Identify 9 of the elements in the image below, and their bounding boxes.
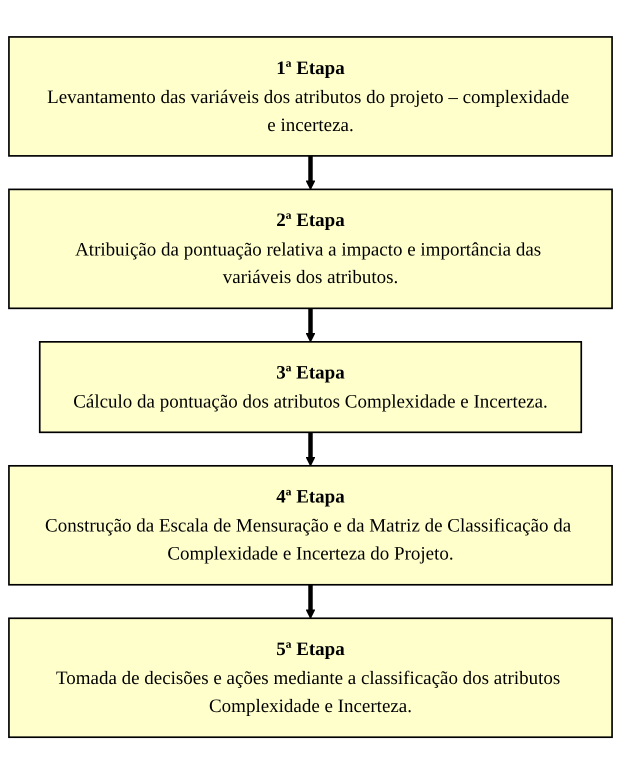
node-box: 2ª Etapa Atribuição da pontuação relativa a impacto e importância das variáveis dos atributos. — [8, 188, 613, 310]
node-box: 3ª Etapa Cálculo da pontuação dos atributos Complexidade e Incerteza. — [38, 341, 582, 434]
arrow — [306, 585, 316, 620]
arrow — [306, 308, 316, 343]
arrow — [306, 156, 316, 190]
node-box: 5ª Etapa Tomada de decisões e ações mediante a classificação dos atributos Complexidade e Incerteza. — [8, 618, 613, 738]
node-box: 4ª Etapa Construção da Escala de Mensuração e da Matriz de Classificação da Complexidade e Incerteza do Projeto. — [8, 465, 613, 586]
node-box: 1ª Etapa Levantamento das variáveis dos atributos do projeto – complexidade e incerteza. — [8, 36, 613, 158]
arrow — [306, 432, 316, 467]
